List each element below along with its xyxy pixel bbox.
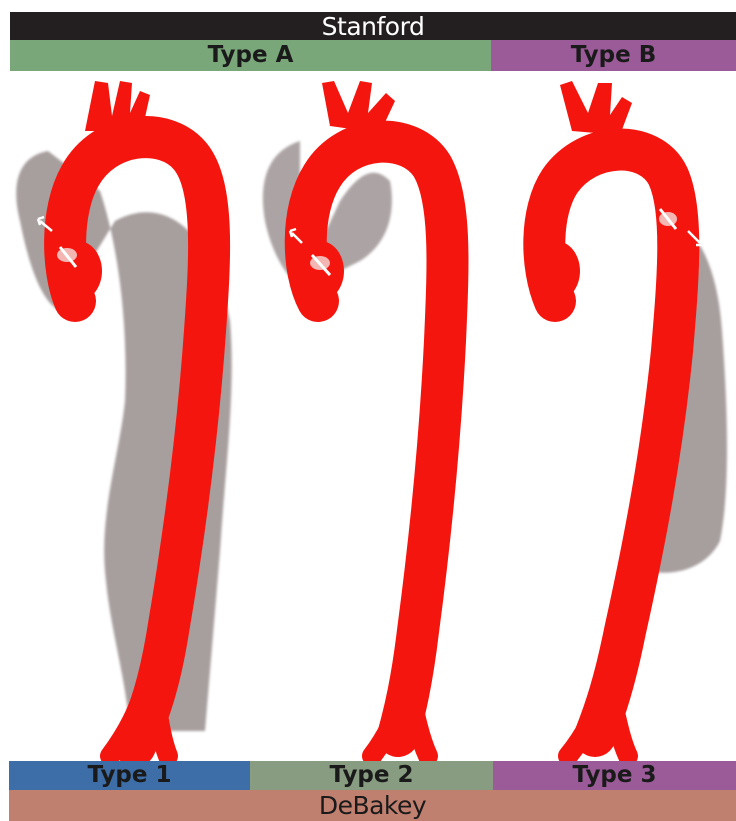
debakey-type-2-label: Type 2	[250, 761, 493, 790]
aortic-root-3	[532, 241, 580, 301]
debakey-type-3-label: Type 3	[493, 761, 736, 790]
debakey-type-1-label: Type 1	[9, 761, 250, 790]
aorta-dissection-debakey-1-icon	[16, 81, 232, 756]
aorta-illustrations	[0, 71, 736, 761]
stanford-type-b-label: Type B	[491, 40, 736, 71]
debakey-footer: DeBakey	[9, 790, 736, 821]
stanford-type-a-label: Type A	[10, 40, 491, 71]
branch-vessels-3	[560, 81, 632, 135]
true-lumen-3	[544, 150, 678, 736]
aorta-dissection-debakey-2-icon	[263, 81, 448, 756]
aortic-root-2	[296, 241, 344, 301]
stanford-header: Stanford	[10, 12, 736, 40]
aorta-dissection-debakey-3-icon	[532, 81, 727, 756]
